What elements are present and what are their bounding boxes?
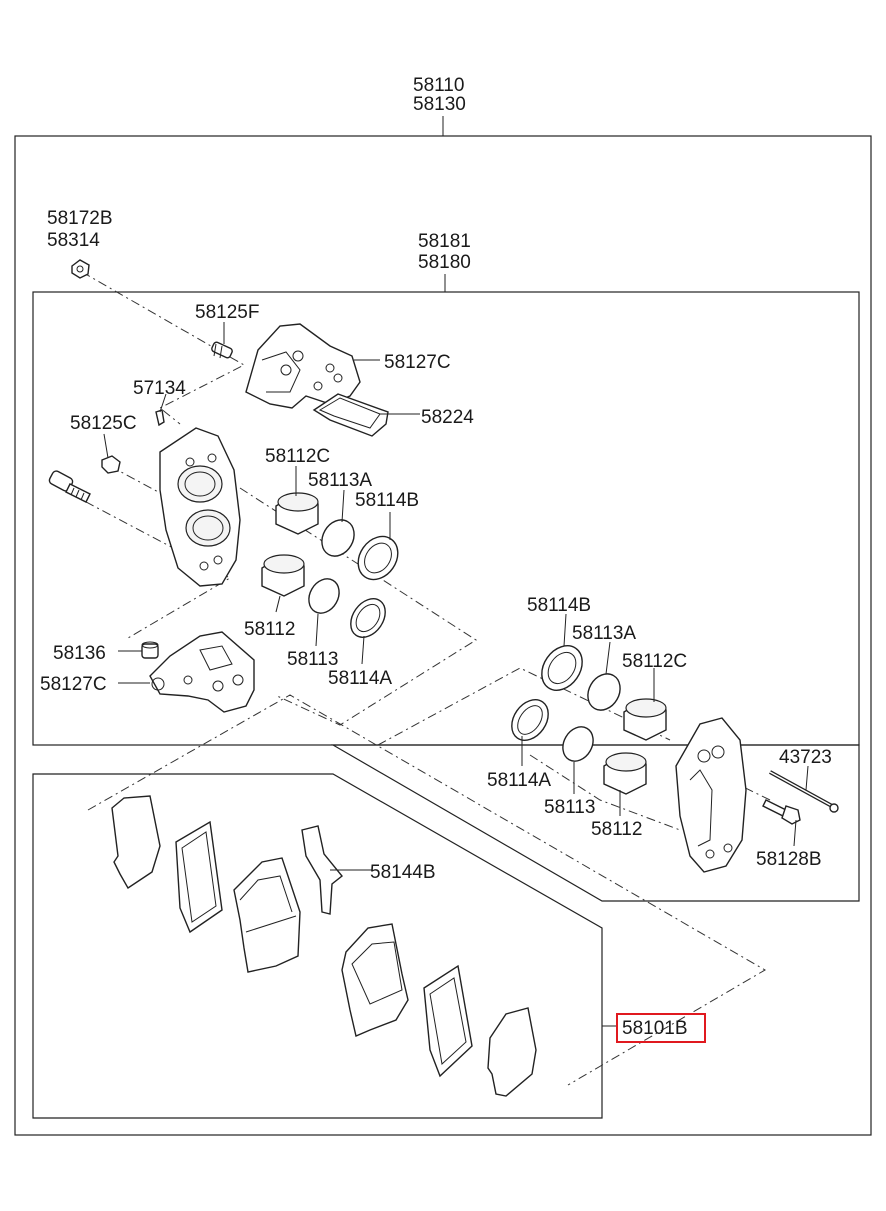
brake-pad-left-part bbox=[233, 857, 301, 973]
label-bracket-bottom: 58127C bbox=[40, 674, 107, 695]
label-seal-a-right: 58113A bbox=[572, 623, 636, 644]
label-assy-front-b: 58130 bbox=[413, 94, 466, 115]
boot-b-left-part bbox=[357, 535, 399, 581]
right-caliper-body-part bbox=[675, 717, 747, 873]
shim-part bbox=[312, 393, 389, 437]
label-seal-right: 58113 bbox=[544, 797, 595, 818]
label-boot-b-left: 58114B bbox=[355, 490, 419, 511]
label-pin: 43723 bbox=[779, 747, 832, 768]
bushing-part bbox=[141, 641, 159, 659]
bolt-b-part bbox=[762, 799, 801, 825]
pad-kit-frame bbox=[32, 773, 603, 1119]
seal-left-part bbox=[308, 578, 340, 614]
label-piston-left: 58112 bbox=[244, 619, 295, 640]
bleeder-cap-part bbox=[71, 259, 90, 279]
piston-right-part bbox=[603, 752, 647, 795]
label-bolt-b: 58128B bbox=[756, 849, 822, 870]
spring-clip-part bbox=[301, 825, 343, 915]
label-caliper-b: 58180 bbox=[418, 252, 471, 273]
backing-plate-right-part bbox=[423, 964, 473, 1078]
outer-shim-right-part bbox=[487, 1007, 537, 1097]
label-clip: 57134 bbox=[133, 378, 186, 399]
bleeder-dash-line bbox=[81, 271, 246, 425]
boot-b-right-part bbox=[541, 645, 583, 691]
label-bushing: 58136 bbox=[53, 643, 106, 664]
boot-a-right-part bbox=[511, 699, 549, 741]
seal-a-right-part bbox=[587, 673, 621, 711]
label-spring: 58144B bbox=[370, 862, 436, 883]
label-screw-f: 58125F bbox=[195, 302, 259, 323]
boot-a-left-part bbox=[350, 598, 386, 638]
clip-part bbox=[155, 409, 165, 427]
label-boot-b-right: 58114B bbox=[527, 595, 591, 616]
piston-left-part bbox=[261, 554, 305, 597]
pin-part bbox=[769, 770, 839, 813]
brake-pad-right-part bbox=[341, 923, 409, 1037]
bleeder-screw-part bbox=[211, 341, 233, 359]
long-bolt-part bbox=[48, 470, 91, 503]
label-screw-c: 58125C bbox=[70, 413, 137, 434]
label-assy-front-a: 58110 bbox=[413, 75, 464, 96]
label-pad-kit[interactable]: 58101B bbox=[622, 1018, 688, 1039]
label-piston-right: 58112 bbox=[591, 819, 642, 840]
backing-plate-left-part bbox=[175, 820, 223, 934]
label-caliper-a: 58181 bbox=[418, 231, 471, 252]
label-bracket-top: 58127C bbox=[384, 352, 451, 373]
label-bleed-cap-a: 58172B bbox=[47, 208, 113, 229]
label-piston-c-left: 58112C bbox=[265, 446, 330, 467]
left-caliper-body-part bbox=[159, 427, 241, 587]
bottom-bracket-part bbox=[149, 631, 255, 713]
seal-right-part bbox=[562, 726, 594, 762]
label-boot-a-right: 58114A bbox=[487, 770, 551, 791]
top-bracket-part bbox=[245, 323, 361, 409]
screw-c-part bbox=[101, 455, 121, 474]
label-bleed-cap-b: 58314 bbox=[47, 230, 100, 251]
outer-shim-left-part bbox=[111, 795, 161, 889]
label-boot-a-left: 58114A bbox=[328, 668, 392, 689]
right-caliper-frame bbox=[330, 744, 860, 902]
label-shim-top: 58224 bbox=[421, 407, 474, 428]
piston-c-left-part bbox=[275, 492, 319, 535]
label-seal-left: 58113 bbox=[287, 649, 338, 670]
label-seal-a-left: 58113A bbox=[308, 470, 372, 491]
seal-a-left-part bbox=[321, 519, 355, 557]
pad-kit-highlight-box[interactable] bbox=[616, 1013, 706, 1043]
label-piston-c-right: 58112C bbox=[622, 651, 687, 672]
piston-c-right-part bbox=[623, 698, 667, 741]
